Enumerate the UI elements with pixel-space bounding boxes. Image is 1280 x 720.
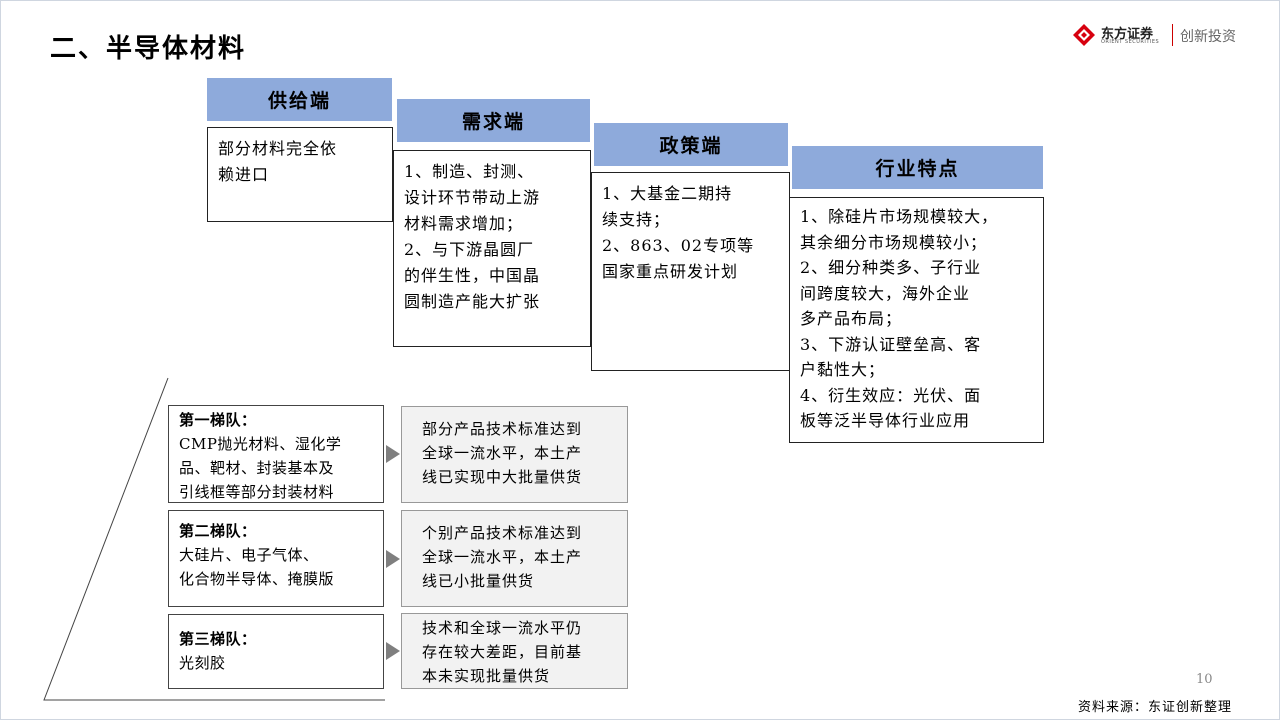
tier-3-line: 光刻胶	[179, 654, 226, 672]
demand-line: 2、与下游晶圆厂	[404, 240, 535, 259]
tier-1-result-line: 线已实现中大批量供货	[422, 468, 583, 486]
demand-line: 设计环节带动上游	[404, 188, 541, 207]
industry-line: 2、细分种类多、子行业	[800, 258, 982, 277]
tier-3-result: 技术和全球一流水平仍 存在较大差距，目前基 本未实现批量供货	[401, 613, 628, 689]
industry-line: 板等泛半导体行业应用	[800, 411, 971, 430]
logo-mark-icon	[1073, 24, 1095, 46]
tier-3-result-line: 存在较大差距，目前基	[422, 643, 583, 661]
tier-2-result-line: 线已小批量供货	[422, 572, 535, 590]
tier-1-result-line: 全球一流水平，本土产	[422, 444, 583, 462]
demand-line: 的伴生性，中国晶	[404, 266, 541, 285]
industry-line: 户黏性大；	[800, 360, 886, 379]
tier-3-title: 第三梯队：	[179, 630, 257, 648]
logo-slogan: 创新投资	[1180, 29, 1236, 45]
tier-2-result-line: 全球一流水平，本土产	[422, 548, 583, 566]
industry-line: 4、衍生效应：光伏、面	[800, 385, 982, 405]
supply-box: 部分材料完全依 赖进口	[207, 127, 393, 222]
demand-header: 需求端	[397, 99, 590, 142]
tier-3-result-line: 本未实现批量供货	[422, 667, 551, 685]
tier-2-line: 大硅片、电子气体、	[179, 546, 319, 564]
tier-1-result: 部分产品技术标准达到 全球一流水平，本土产 线已实现中大批量供货	[401, 406, 628, 503]
tier-2-line: 化合物半导体、掩膜版	[179, 570, 335, 588]
tier-2-result: 个别产品技术标准达到 全球一流水平，本土产 线已小批量供货	[401, 510, 628, 607]
policy-line: 续支持；	[602, 210, 671, 229]
tier-1-line: CMP抛光材料、湿化学	[179, 435, 342, 453]
logo-divider	[1172, 24, 1173, 46]
tier-3-result-line: 技术和全球一流水平仍	[422, 619, 583, 637]
demand-line: 圆制造产能大扩张	[404, 292, 541, 311]
tier-2-result-line: 个别产品技术标准达到	[422, 524, 583, 542]
page-title: 二、半导体材料	[50, 34, 247, 64]
source-note: 资料来源：东证创新整理	[1078, 700, 1233, 715]
supply-line: 部分材料完全依	[218, 139, 338, 158]
tier-1-title: 第一梯队：	[179, 411, 257, 429]
tier-2-box: 第二梯队： 大硅片、电子气体、 化合物半导体、掩膜版	[168, 510, 384, 607]
supply-line: 赖进口	[218, 165, 270, 184]
policy-line: 国家重点研发计划	[602, 262, 739, 281]
page-number: 10	[1196, 672, 1213, 687]
tier-1-box: 第一梯队： CMP抛光材料、湿化学 品、靶材、封装基本及 引线框等部分封装材料	[168, 405, 384, 503]
industry-line: 其余细分市场规模较小；	[800, 232, 988, 252]
industry-line: 1、除硅片市场规模较大，	[800, 207, 999, 226]
demand-line: 材料需求增加；	[404, 214, 524, 233]
industry-header: 行业特点	[792, 146, 1043, 189]
industry-line: 间跨度较大，海外企业	[800, 283, 971, 303]
tier-1-result-line: 部分产品技术标准达到	[422, 420, 583, 438]
tier-1-line: 品、靶材、封装基本及	[179, 459, 335, 477]
logo-company-en: ORIENT SECURITIES	[1101, 39, 1160, 45]
tier-2-arrow-icon	[386, 550, 400, 568]
industry-line: 多产品布局；	[800, 309, 903, 328]
logo-company-cn: 东方证券	[1101, 27, 1154, 42]
company-logo: 东方证券 ORIENT SECURITIES 创新投资	[1073, 20, 1248, 50]
demand-line: 1、制造、封测、	[404, 162, 535, 181]
tier-1-arrow-icon	[386, 445, 400, 463]
industry-box: 1、除硅片市场规模较大， 其余细分市场规模较小； 2、细分种类多、子行业 间跨度…	[789, 197, 1044, 443]
policy-line: 2、863、02专项等	[602, 236, 755, 255]
tier-1-line: 引线框等部分封装材料	[179, 483, 335, 501]
supply-header: 供给端	[207, 78, 392, 121]
tier-3-arrow-icon	[386, 642, 400, 660]
industry-line: 3、下游认证壁垒高、客	[800, 334, 982, 354]
tier-2-title: 第二梯队：	[179, 522, 257, 540]
demand-box: 1、制造、封测、 设计环节带动上游 材料需求增加； 2、与下游晶圆厂 的伴生性，…	[393, 150, 591, 347]
policy-box: 1、大基金二期持 续支持； 2、863、02专项等 国家重点研发计划	[591, 172, 790, 371]
policy-line: 1、大基金二期持	[602, 184, 733, 203]
tier-3-box: 第三梯队： 光刻胶	[168, 614, 384, 689]
policy-header: 政策端	[594, 123, 788, 166]
